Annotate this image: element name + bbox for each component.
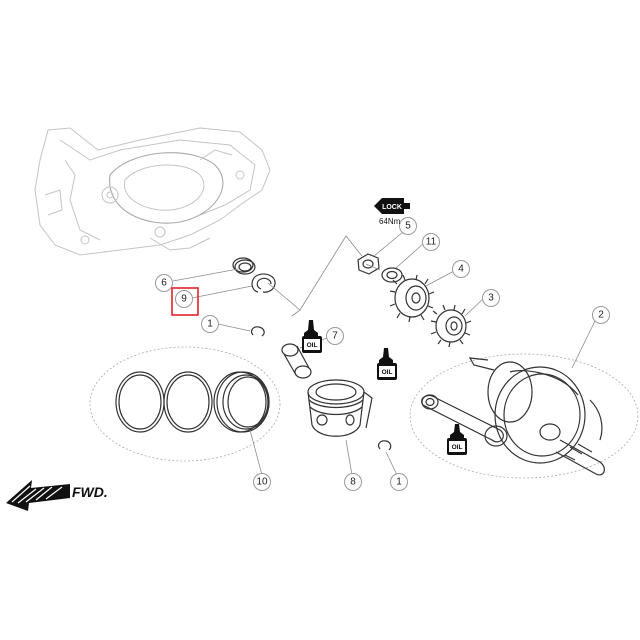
callout-11-label: 11	[426, 237, 437, 248]
callout-5[interactable]: 5	[399, 217, 417, 235]
fwd-label: FWD.	[72, 484, 108, 500]
callout-5-label: 5	[405, 221, 411, 232]
callout-2-label: 2	[598, 310, 604, 321]
callout-9-highlight-box	[171, 287, 199, 316]
callout-10-label: 10	[256, 477, 268, 488]
callout-3[interactable]: 3	[482, 289, 500, 307]
callout-1-lower[interactable]: 1	[390, 473, 408, 491]
part-1-snap-ring-upper[interactable]	[250, 326, 265, 337]
callout-8-label: 8	[350, 477, 356, 488]
part-4-primary-gear[interactable]	[389, 274, 435, 323]
oil-bottle-icon-piston: OIL	[377, 348, 397, 380]
crankcase-outline	[34, 127, 271, 256]
callout-4[interactable]: 4	[452, 260, 470, 278]
oil-label-crank: OIL	[452, 444, 463, 451]
part-11-washer[interactable]	[381, 267, 403, 283]
callout-6[interactable]: 6	[155, 274, 173, 292]
part-10-piston-rings[interactable]	[89, 346, 281, 462]
part-7-piston-pin[interactable]	[281, 343, 312, 379]
callout-7-label: 7	[332, 331, 338, 342]
callout-1-lower-label: 1	[396, 477, 402, 488]
callout-6-label: 6	[161, 278, 167, 289]
oil-label-piston: OIL	[382, 369, 393, 376]
part-5-nut[interactable]	[357, 253, 380, 275]
oil-label-pin: OIL	[307, 342, 318, 349]
callout-9-label: 9	[181, 294, 187, 305]
part-9-circlip[interactable]	[251, 273, 276, 293]
torque-value: 64Nm	[379, 217, 401, 226]
part-3-drive-gear[interactable]	[430, 304, 472, 348]
part-1-snap-ring-lower[interactable]	[377, 440, 392, 451]
callout-4-label: 4	[458, 264, 464, 275]
part-6-bearing[interactable]	[232, 257, 256, 275]
callout-8[interactable]: 8	[344, 473, 362, 491]
lock-badge: LOCK	[374, 198, 410, 214]
part-8-piston[interactable]	[307, 379, 373, 437]
forward-direction-arrow-icon	[6, 480, 70, 511]
callout-7[interactable]: 7	[326, 327, 344, 345]
callout-2[interactable]: 2	[592, 306, 610, 324]
callout-11[interactable]: 11	[422, 233, 440, 251]
callout-3-label: 3	[488, 293, 494, 304]
callout-9[interactable]: 9	[175, 290, 193, 308]
callout-1-upper-label: 1	[207, 319, 213, 330]
lock-label: LOCK	[382, 204, 402, 211]
callout-10[interactable]: 10	[253, 473, 271, 491]
oil-bottle-icon-crank: OIL	[447, 424, 467, 455]
oil-bottle-icon-pin: OIL	[302, 320, 322, 353]
assembly-route-lines	[267, 235, 381, 317]
part-2-crankshaft[interactable]	[409, 353, 639, 479]
callout-1-upper[interactable]: 1	[201, 315, 219, 333]
